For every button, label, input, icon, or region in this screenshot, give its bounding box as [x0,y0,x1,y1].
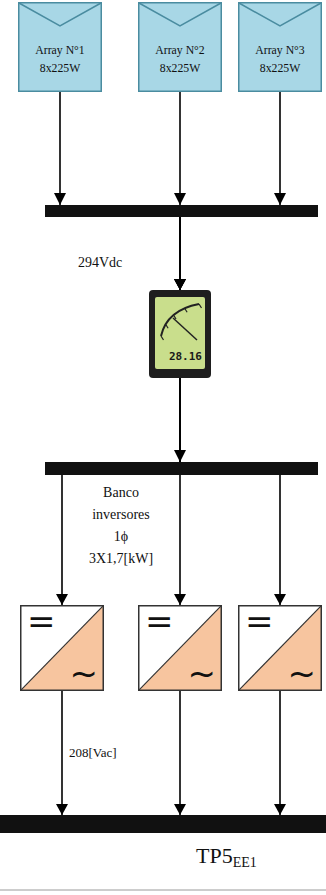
ac-symbol: ~ [288,653,317,693]
array-fill [239,3,322,92]
arrow-head [174,193,186,205]
array-text: Array N°28x225W [138,2,222,78]
dc-distribution-bar [45,462,318,475]
connector [180,92,280,290]
connector [61,691,63,815]
dc-symbol: = [145,601,174,641]
inverter-box: =~ [138,605,222,691]
array-name: Array N°2 [138,42,222,60]
meter-tick [185,308,188,312]
dc-bus-bar [45,205,318,217]
meter-tick [161,336,164,340]
array-text: Array N°38x225W [238,2,322,78]
arrow-head [54,193,66,205]
connector [279,691,281,815]
connector [62,378,180,605]
busbar [0,815,326,833]
edge-label: 208[Vac] [67,745,119,761]
arrow-head [174,450,186,462]
ac-symbol: ~ [70,653,99,693]
bus-name: TP5 [196,843,233,868]
base-line [0,890,326,891]
dc-symbol: = [27,601,56,641]
array-chevron [239,3,321,26]
inverter-box: =~ [238,605,322,691]
meter-scale [161,304,199,336]
array-rating: 8x225W [18,60,102,78]
voltage-label: 294Vdc [78,252,122,274]
array-rating: 8x225W [138,60,222,78]
meter-reading: 28.16 [169,350,202,363]
ac-busbar: TP5EE1 [0,815,326,885]
panel-meter: 28.16 [149,290,211,378]
bus-subscript: EE1 [233,855,257,870]
ac-symbol: ~ [188,653,217,693]
array-name: Array N°3 [238,42,322,60]
meter-tick [166,324,169,328]
pv-array-box: Array N°28x225W [138,2,222,92]
meter-shape [149,290,211,378]
bus-title: TP5EE1 [196,843,257,871]
inverter-box: =~ [20,605,104,691]
array-text: Array N°18x225W [18,2,102,78]
connector [179,691,181,815]
pv-array-box: Array N°18x225W [18,2,102,92]
connector [60,92,180,290]
meter-bezel [149,290,211,378]
array-fill [19,3,102,92]
array-chevron [139,3,221,26]
array-rating: 8x225W [238,60,322,78]
pv-array-box: Array N°38x225W [238,2,322,92]
bank-label: Banco inversores 1ϕ 3X1,7[kW] [89,482,153,570]
array-name: Array N°1 [18,42,102,60]
dc-symbol: = [245,601,274,641]
connector [180,378,280,605]
meter-screen [155,297,205,369]
arrow-head [274,193,286,205]
array-fill [139,3,222,92]
meter-tick [199,304,202,308]
array-chevron [19,3,101,26]
meter-needle [173,318,197,340]
